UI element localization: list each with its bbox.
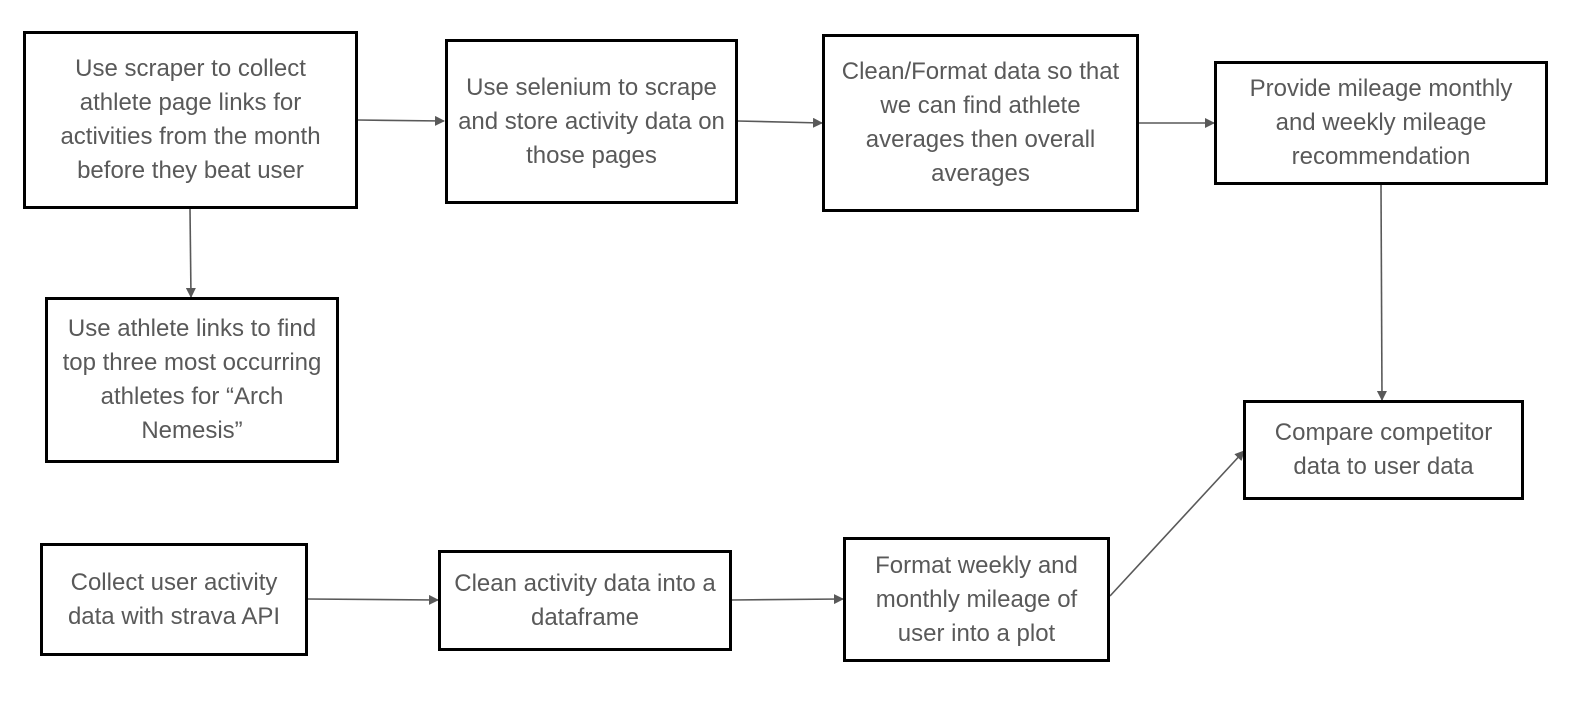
edge-collect-user-to-clean-activity (306, 594, 439, 605)
edge-scraper-to-selenium (356, 115, 445, 126)
node-collect-user-label: Collect user activity data with strava A… (67, 568, 281, 630)
node-clean-activity-label: Clean activity data into a dataframe (454, 569, 716, 631)
node-compare: Compare competitor data to user data (1243, 400, 1524, 500)
node-clean-format-label: Clean/Format data so that we can find at… (841, 58, 1120, 187)
node-mileage-recommendation-label: Provide mileage monthly and weekly milea… (1249, 75, 1513, 170)
node-format-plot: Format weekly and monthly mileage of use… (843, 537, 1110, 662)
node-compare-label: Compare competitor data to user data (1274, 419, 1493, 480)
node-mileage-recommendation: Provide mileage monthly and weekly milea… (1214, 61, 1548, 185)
node-format-plot-label: Format weekly and monthly mileage of use… (875, 551, 1078, 647)
edge-clean-activity-to-format-plot (730, 594, 844, 605)
node-clean-activity: Clean activity data into a dataframe (438, 550, 732, 651)
node-arch-nemesis: Use athlete links to find top three most… (45, 297, 339, 463)
node-selenium-label: Use selenium to scrape and store activit… (458, 73, 725, 169)
node-collect-user: Collect user activity data with strava A… (40, 543, 308, 656)
edge-mileage-rec-to-compare (1376, 184, 1387, 401)
edge-scraper-to-nemesis (185, 208, 196, 298)
node-arch-nemesis-label: Use athlete links to find top three most… (62, 315, 322, 444)
node-scraper-label: Use scraper to collect athlete page link… (60, 55, 321, 184)
edge-format-plot-to-compare (1109, 450, 1245, 597)
node-selenium: Use selenium to scrape and store activit… (445, 39, 738, 204)
node-scraper: Use scraper to collect athlete page link… (23, 31, 358, 209)
edge-selenium-to-clean-format (736, 117, 823, 128)
node-clean-format: Clean/Format data so that we can find at… (822, 34, 1139, 212)
